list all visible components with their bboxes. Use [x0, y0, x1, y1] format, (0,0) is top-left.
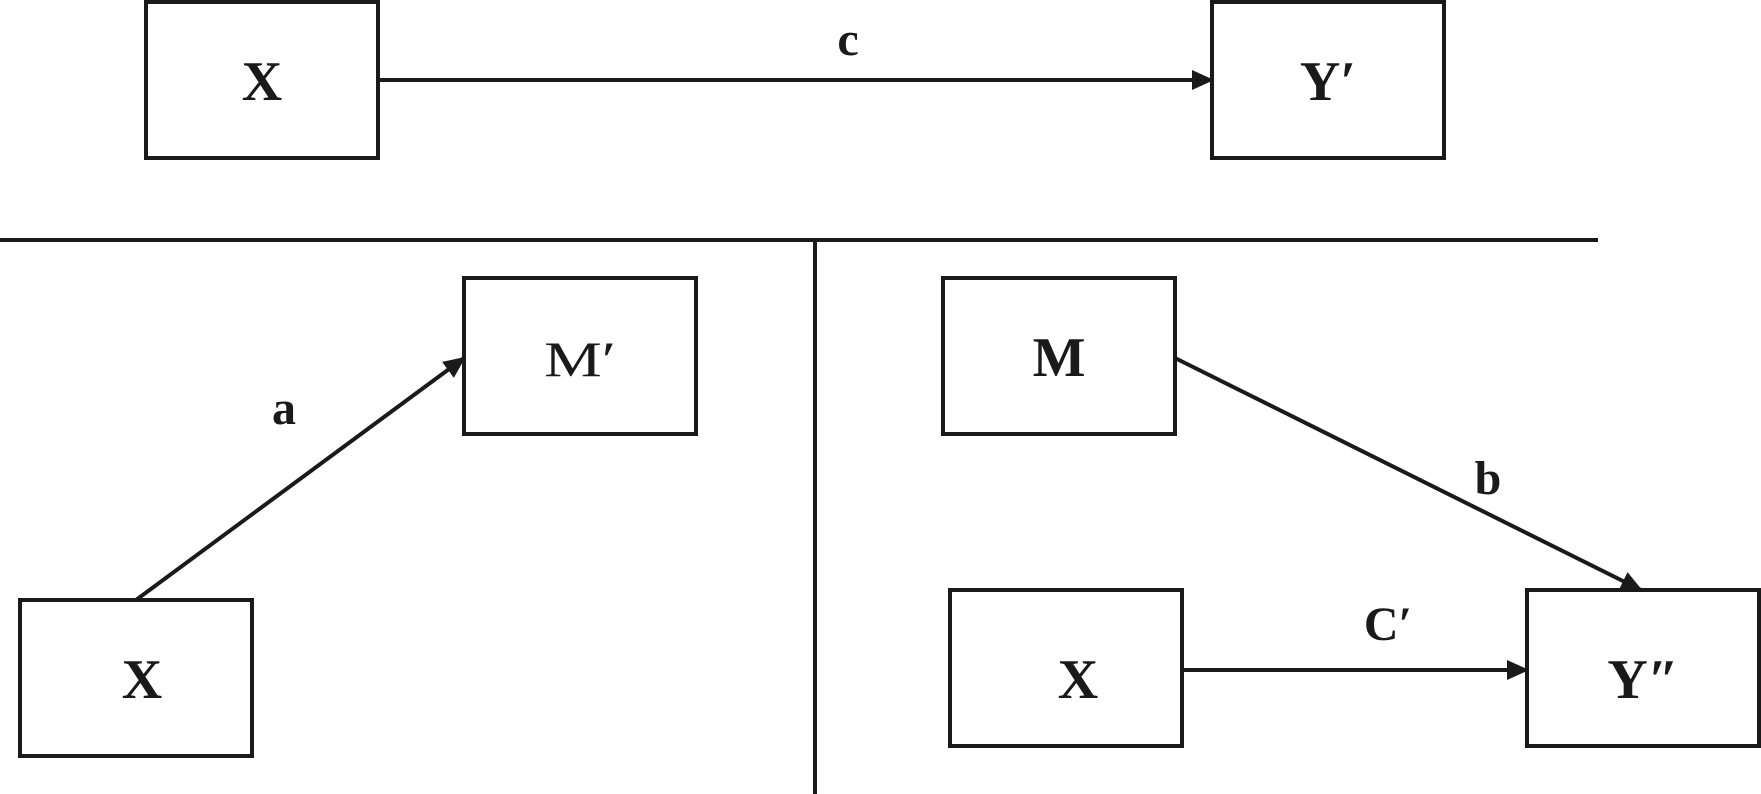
panel-direct-effect: M X Y″ b C′ — [941, 276, 1761, 748]
node-m-prime-label: M′ — [544, 331, 616, 387]
node-x-bl-box — [18, 598, 254, 758]
node-x-top-label: X — [242, 51, 282, 113]
edge-a-arrow — [134, 356, 466, 602]
edge-a-label: a — [272, 382, 296, 435]
edge-c-label: c — [837, 13, 858, 66]
edge-c-prime-label: C′ — [1364, 598, 1412, 651]
node-x-br-label: X — [1058, 649, 1098, 711]
node-m-label: M — [1033, 327, 1086, 389]
panel-total-effect: X Y′ c — [144, 0, 1446, 160]
node-x-bl-label: X — [122, 649, 162, 711]
node-m-box — [941, 276, 1177, 436]
node-y-double-prime-label: Y″ — [1607, 649, 1678, 711]
node-x-top-box — [144, 0, 380, 160]
node-y-double-prime-box — [1525, 588, 1761, 748]
node-y-prime-box — [1210, 0, 1446, 160]
edge-b-label: b — [1475, 452, 1502, 505]
panel-mediator-path: M′ X a — [18, 276, 698, 758]
node-m-prime-box — [462, 276, 698, 436]
edge-b-arrow — [1174, 356, 1643, 592]
node-x-br-box — [948, 588, 1184, 748]
node-y-prime-label: Y′ — [1300, 51, 1356, 113]
